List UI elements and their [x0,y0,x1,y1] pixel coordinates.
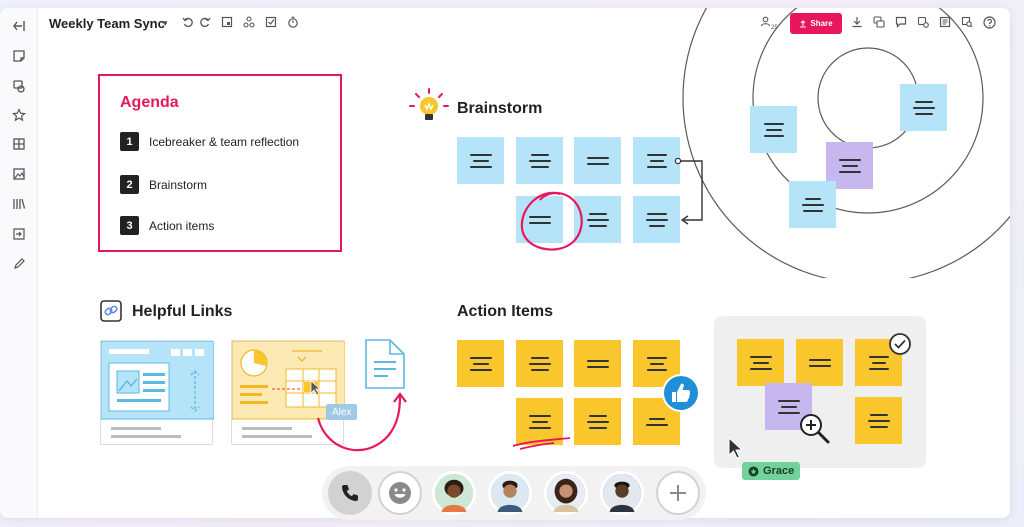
sticky-note[interactable] [574,137,621,184]
reactions-icon[interactable] [872,16,886,30]
frame-icon[interactable] [220,16,234,30]
undo-icon[interactable] [181,16,195,30]
sticky-note[interactable] [516,340,563,387]
participant-avatar[interactable] [544,471,588,515]
sticky-note[interactable] [789,181,836,228]
document-icon [365,339,405,389]
upload-icon [800,19,807,27]
comment-icon[interactable] [894,16,908,30]
agenda-item[interactable]: 1 Icebreaker & team reflection [120,132,299,151]
underline-scribble [512,437,571,450]
action-items-title[interactable]: Action Items [457,303,554,320]
image-icon[interactable] [11,166,27,182]
notes-icon[interactable] [938,16,952,30]
sticky-note[interactable] [750,106,797,153]
users-count: 25 [771,25,778,32]
helpful-links-title[interactable]: Helpful Links [132,303,233,320]
agenda-item-number: 2 [120,175,139,194]
brainstorm-title[interactable]: Brainstorm [457,100,543,117]
activity-icon[interactable] [916,16,930,30]
person-avatar-icon [435,474,473,512]
link-card[interactable] [231,340,346,445]
sticky-note[interactable] [574,398,621,445]
sticky-note[interactable] [516,137,563,184]
mouse-cursor-icon [728,436,744,459]
share-label: Share [810,19,833,28]
add-participant-button[interactable] [656,471,700,515]
checklist-icon[interactable] [264,16,278,30]
pink-arrow-drawing [316,392,407,452]
pen-icon[interactable] [11,256,27,272]
agenda-item[interactable]: 3 Action items [120,216,214,235]
search-icon[interactable] [960,16,974,30]
collapse-icon[interactable] [11,18,27,34]
redo-icon[interactable] [198,16,212,30]
sticky-note[interactable] [457,137,504,184]
person-avatar-icon [547,474,585,512]
agenda-item-number: 3 [120,216,139,235]
sticky-note[interactable] [457,340,504,387]
agenda-item-label: Brainstorm [149,177,208,192]
share-button[interactable]: Share [790,13,842,34]
sticky-note[interactable] [633,137,680,184]
phone-icon [342,485,358,501]
reactions-button[interactable] [378,471,422,515]
participant-avatar[interactable] [432,471,476,515]
alex-label: Alex [332,406,352,418]
plus-icon [670,485,686,501]
webpage-thumbnail [100,340,215,438]
thumbs-up-icon[interactable] [660,372,702,414]
agenda-item-number: 1 [120,132,139,151]
import-icon[interactable] [11,226,27,242]
sticky-note[interactable] [737,339,784,386]
person-avatar-icon [491,474,529,512]
participant-avatar[interactable] [600,471,644,515]
person-avatar-icon [603,474,641,512]
apps-icon[interactable] [242,16,256,30]
lightbulb-icon [409,88,449,120]
sticky-note[interactable] [796,339,843,386]
whiteboard-canvas[interactable]: Agenda 1 Icebreaker & team reflection 2 … [38,8,1010,518]
board-title[interactable]: Weekly Team Sync [49,16,165,31]
download-icon[interactable] [850,16,864,30]
sticky-note-icon[interactable] [11,48,27,64]
library-icon[interactable] [11,196,27,212]
grace-label: Grace [763,465,795,477]
video-call-bar [322,466,706,520]
agenda-item-label: Icebreaker & team reflection [149,134,300,149]
checkmark-circle-icon[interactable] [888,332,912,356]
timer-icon[interactable] [286,16,300,30]
smiley-icon [389,482,411,504]
agenda-item-label: Action items [149,218,215,233]
sticky-note[interactable] [516,398,563,445]
sticky-note[interactable] [574,340,621,387]
link-icon [100,300,122,322]
collaborator-cursor-alex: Alex [326,404,358,420]
agenda-frame[interactable]: Agenda 1 Icebreaker & team reflection 2 … [98,74,342,252]
agenda-title: Agenda [120,94,179,111]
grid-icon[interactable] [11,136,27,152]
agenda-item[interactable]: 2 Brainstorm [120,175,207,194]
sticky-note[interactable] [633,196,680,243]
brainstorm-annotations [520,157,703,251]
left-toolbar [0,8,38,518]
sticky-note[interactable] [900,84,947,131]
app-window: Weekly Team Sync ▾ 25 Share [0,8,1010,518]
top-toolbar: Weekly Team Sync ▾ 25 Share [38,8,1010,38]
star-badge-icon [748,466,759,476]
comment-shape-icon[interactable] [11,78,27,94]
chevron-down-icon[interactable]: ▾ [163,18,168,28]
online-users[interactable]: 25 [760,16,778,31]
phone-button[interactable] [328,471,372,515]
sticky-note[interactable] [855,397,902,444]
collaborator-cursor-grace: Grace [742,462,801,480]
sticky-note[interactable] [855,339,902,386]
link-card[interactable] [100,340,215,445]
participant-avatar[interactable] [488,471,532,515]
star-icon[interactable] [11,107,27,123]
zoom-in-icon[interactable] [798,412,832,446]
help-icon[interactable] [982,16,996,30]
